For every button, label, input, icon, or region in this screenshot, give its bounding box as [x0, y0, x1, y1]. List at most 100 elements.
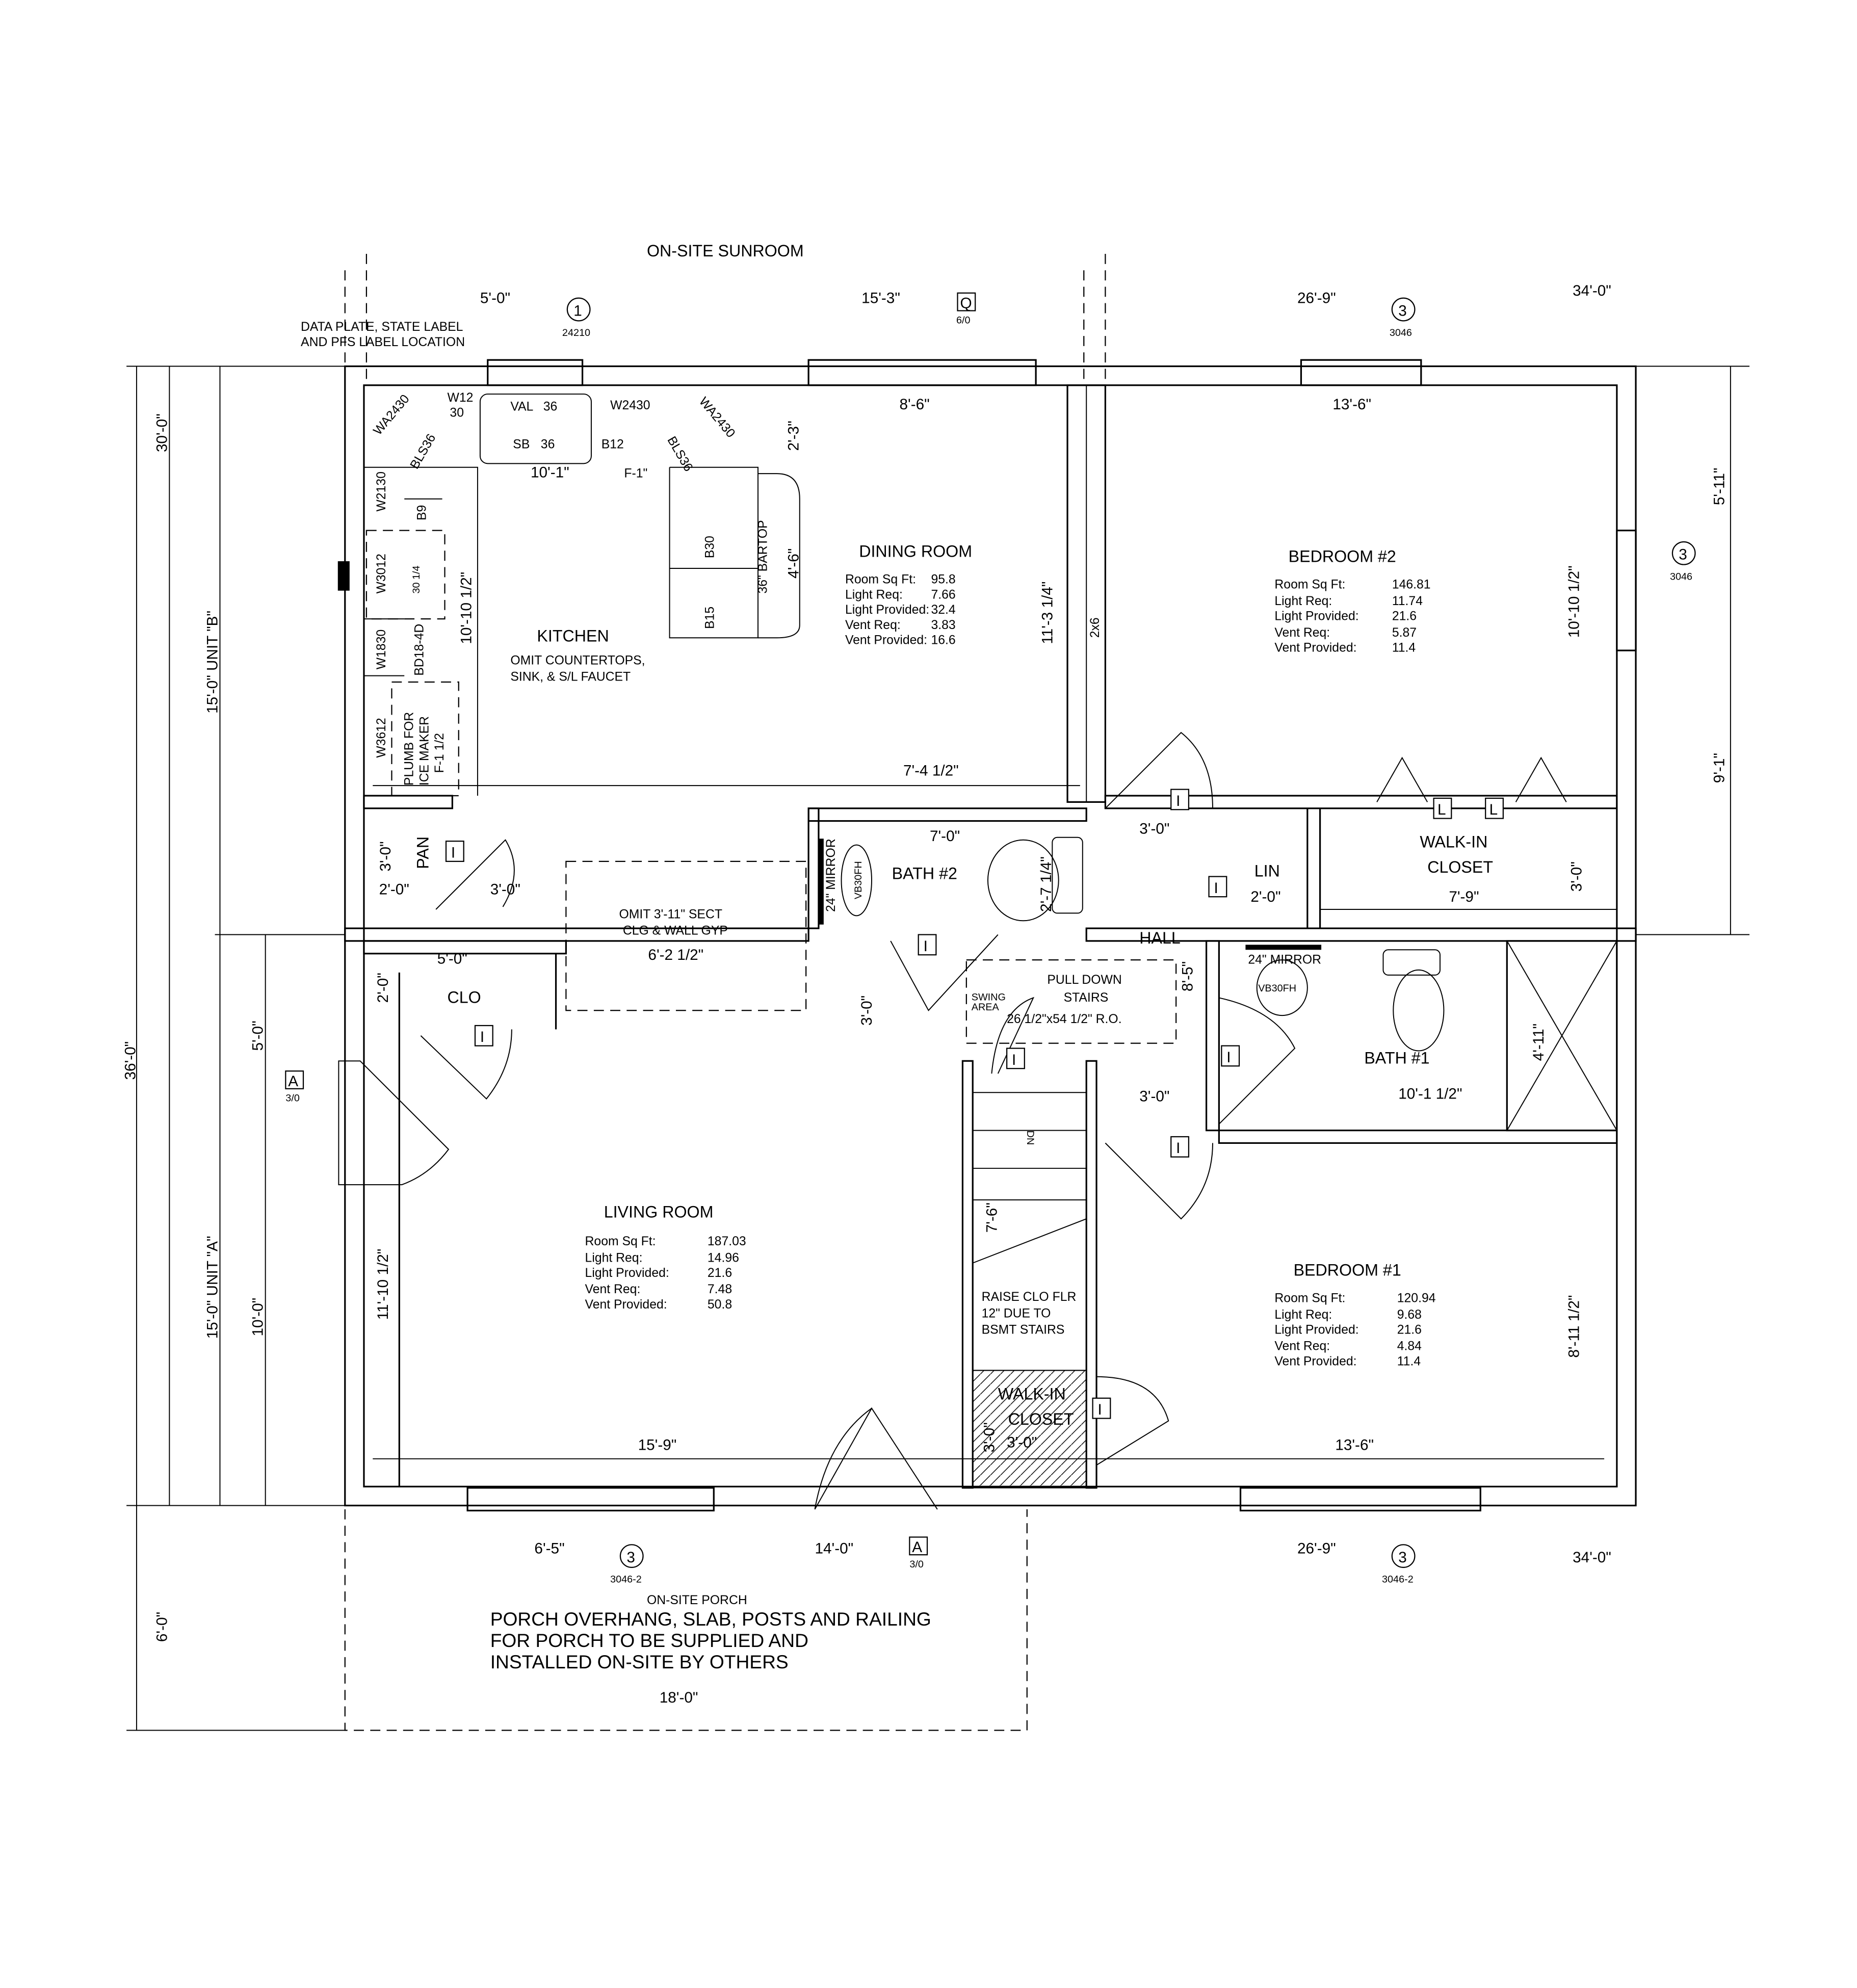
window-tag-id: 3 — [1679, 546, 1687, 563]
basement-stairs — [972, 1092, 1087, 1488]
vanity-label: VB30FH — [1258, 983, 1296, 994]
notes: PULL DOWN STAIRS 26 1/2"x54 1/2" R.O. SW… — [490, 907, 1122, 1672]
dim: 15'-0" UNIT "A" — [204, 1236, 221, 1339]
dim: 3'-0" — [490, 881, 520, 898]
dim: 3'-0" — [1139, 820, 1169, 837]
room-bedroom-2: BEDROOM #2 Room Sq Ft: 146.81 Light Req: 1… — [1274, 547, 1430, 655]
stat-value: 7.48 — [708, 1283, 732, 1296]
stat-value: 14.96 — [708, 1251, 739, 1265]
cabinet-label: VAL — [510, 400, 533, 413]
dim: 7'-6" — [983, 1202, 1000, 1233]
room-name: BEDROOM #1 — [1294, 1261, 1401, 1279]
cabinet-label: B9 — [415, 505, 429, 520]
stat-label: Light Req: — [845, 588, 903, 601]
porch-note: FOR PORCH TO BE SUPPLIED AND — [490, 1630, 808, 1651]
dim: 5'-0" — [250, 1021, 267, 1051]
window-tag-id: 3 — [1398, 1549, 1407, 1566]
stat-label: Room Sq Ft: — [1274, 578, 1345, 592]
dim: 13'-6" — [1332, 396, 1371, 413]
cabinet-label: BLS36 — [408, 432, 439, 472]
window-tag-code: 3046 — [1390, 327, 1412, 338]
door-type-tag: I — [451, 844, 455, 861]
stat-value: 16.6 — [931, 634, 955, 647]
windows — [466, 359, 1481, 1512]
cabinet-label: W3612 — [375, 718, 388, 757]
dim: 4'-6" — [785, 548, 802, 579]
dim: 2'-7 1/4" — [1038, 856, 1055, 912]
room-name: LIN — [1254, 862, 1280, 880]
dimensions: 5'-0" 15'-3" 26'-9" 34'-0" 8'-6" 13'-6" … — [122, 282, 1728, 1706]
omit-note: CLG & WALL GYP — [623, 924, 728, 938]
dim: 10'-10 1/2" — [1566, 565, 1583, 638]
stat-value: 146.81 — [1392, 578, 1431, 592]
pull-down-stairs-note: STAIRS — [1064, 991, 1109, 1005]
stat-value: 50.8 — [708, 1298, 732, 1312]
dim: 3'-0" — [1139, 1088, 1169, 1105]
raise-floor-note: 12" DUE TO — [982, 1306, 1051, 1320]
cabinet-label: W2430 — [610, 399, 650, 412]
dim: 11'-3 1/4" — [1039, 582, 1056, 644]
stat-label: Vent Req: — [585, 1283, 641, 1296]
stat-label: Vent Req: — [1274, 1340, 1330, 1353]
door-type-tag: I — [1012, 1052, 1016, 1068]
dim: 3'-0" — [377, 841, 394, 871]
sunroom-label: ON-SITE SUNROOM — [647, 242, 804, 260]
dim: 34'-0" — [1573, 282, 1611, 299]
mirror-label: 24" MIRROR — [1248, 953, 1321, 967]
dim: 2'-0" — [1250, 888, 1280, 905]
cabinet-label: W3012 — [375, 554, 388, 593]
room-name: CLOSET — [1427, 858, 1493, 876]
stat-value: 21.6 — [1397, 1323, 1422, 1337]
stat-label: Vent Provided: — [585, 1298, 667, 1312]
stat-value: 11.4 — [1392, 641, 1416, 655]
closet-door-tag: L — [1437, 801, 1446, 818]
raise-floor-note: BSMT STAIRS — [982, 1323, 1065, 1337]
door-type-tag: I — [1214, 880, 1218, 897]
room-name: CLOSET — [1008, 1410, 1074, 1428]
stat-label: Light Req: — [1274, 1308, 1332, 1322]
stat-label: Room Sq Ft: — [585, 1235, 656, 1248]
cabinet-label: BLS36 — [664, 434, 695, 474]
dim: 10'-1 1/2" — [1398, 1086, 1462, 1103]
dimension-lines — [126, 365, 1750, 1731]
dim: 30'-0" — [153, 413, 170, 452]
cabinet-label: 30 1/4 — [411, 565, 422, 593]
dim: 5'-11" — [1711, 468, 1728, 506]
window-tag-id: 3 — [1398, 302, 1407, 319]
dim: 15'-9" — [638, 1436, 677, 1453]
dim: 34'-0" — [1573, 1549, 1611, 1566]
stat-label: Room Sq Ft: — [845, 573, 916, 587]
door-type-tag: I — [1226, 1049, 1231, 1066]
stairs-down-label: DN — [1025, 1131, 1036, 1145]
stat-value: 95.8 — [931, 573, 955, 587]
room-name: KITCHEN — [537, 627, 609, 645]
dim: 8'-6" — [900, 396, 930, 413]
stat-label: Vent Provided: — [1274, 1354, 1356, 1368]
door-tag-code: 3/0 — [909, 1559, 924, 1570]
cabinet-label: ICE MAKER — [417, 716, 431, 786]
room-kitchen: KITCHEN OMIT COUNTERTOPS, SINK, & S/L FA… — [510, 627, 645, 684]
pull-down-stairs-note: 26 1/2"x54 1/2" R.O. — [1007, 1012, 1121, 1026]
bath-fixtures — [818, 836, 1445, 1052]
data-plate-note: DATA PLATE, STATE LABEL — [301, 320, 463, 334]
dim: 11'-10 1/2" — [375, 1249, 391, 1320]
cabinet-label: F-1" — [624, 467, 647, 481]
cabinet-label: PLUMB FOR — [403, 712, 416, 786]
stat-label: Light Provided: — [1274, 1323, 1358, 1337]
dim: 5'-0" — [480, 290, 510, 307]
room-name: WALK-IN — [1420, 833, 1487, 851]
dim: 3'-0" — [1568, 861, 1585, 892]
room-name: BEDROOM #2 — [1289, 547, 1396, 566]
stat-label: Light Provided: — [845, 603, 929, 617]
dim: 7'-9" — [1449, 888, 1479, 905]
dim: 6'-0" — [153, 1612, 170, 1642]
cabinet-label: WA2430 — [696, 395, 738, 440]
stat-label: Light Req: — [1274, 594, 1332, 608]
cabinet-label: B15 — [703, 607, 717, 629]
cabinet-label: WA2430 — [371, 392, 412, 437]
door-type-tag: I — [924, 938, 928, 955]
stat-value: 7.66 — [931, 588, 955, 601]
dim: 18'-0" — [660, 1689, 698, 1706]
dim: 3'-0" — [1007, 1434, 1037, 1451]
cabinet-label: W1830 — [375, 630, 388, 669]
